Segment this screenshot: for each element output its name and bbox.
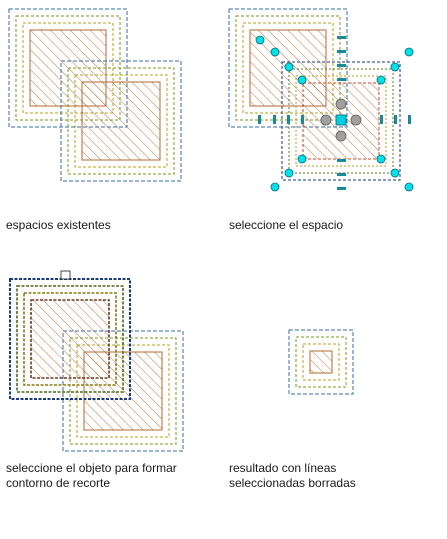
outer-boundary bbox=[228, 8, 348, 128]
panel-select-space bbox=[228, 8, 414, 192]
grip-tick[interactable] bbox=[394, 115, 397, 124]
grip-tick[interactable] bbox=[408, 115, 411, 124]
grip-gray[interactable] bbox=[350, 114, 362, 126]
caption-select-object-line2: contorno de recorte bbox=[6, 476, 111, 490]
grip[interactable] bbox=[297, 154, 307, 164]
corner-grips bbox=[255, 35, 414, 192]
grip[interactable] bbox=[270, 47, 280, 57]
grip[interactable] bbox=[284, 62, 294, 72]
grip[interactable] bbox=[404, 182, 414, 192]
inner-boundary-selected bbox=[23, 292, 117, 386]
grip-gray[interactable] bbox=[335, 98, 347, 110]
pick-box-cursor[interactable] bbox=[60, 270, 71, 280]
middle-boundary bbox=[295, 336, 347, 388]
grip[interactable] bbox=[284, 168, 294, 178]
hatched-area-selected bbox=[30, 299, 110, 379]
hatched-area bbox=[81, 81, 161, 161]
grip-tick[interactable] bbox=[337, 64, 346, 67]
edge-grips-vertical bbox=[337, 36, 346, 190]
center-grips bbox=[320, 98, 362, 142]
grip-tick[interactable] bbox=[287, 115, 290, 124]
grip-tick[interactable] bbox=[337, 78, 346, 81]
grip-gray[interactable] bbox=[320, 114, 332, 126]
grip-tick[interactable] bbox=[337, 50, 346, 53]
grip[interactable] bbox=[376, 75, 386, 85]
grip-tick[interactable] bbox=[337, 187, 346, 190]
edge-grips-horizontal bbox=[258, 115, 411, 124]
grip[interactable] bbox=[270, 182, 280, 192]
outer-boundary bbox=[288, 329, 354, 395]
outer-boundary-selected bbox=[281, 61, 401, 181]
grip[interactable] bbox=[404, 47, 414, 57]
middle-boundary bbox=[67, 67, 175, 175]
hatched-area bbox=[309, 350, 333, 374]
panel-result bbox=[288, 329, 354, 395]
inner-boundary bbox=[74, 74, 168, 168]
panel-select-clip-boundary bbox=[9, 270, 184, 452]
grip-gray[interactable] bbox=[335, 130, 347, 142]
grip-center-selected[interactable] bbox=[335, 114, 347, 126]
grip[interactable] bbox=[390, 168, 400, 178]
grip-tick[interactable] bbox=[301, 115, 304, 124]
grip[interactable] bbox=[297, 75, 307, 85]
inner-boundary bbox=[242, 22, 334, 114]
caption-result-line1: resultado con líneas bbox=[229, 461, 337, 475]
panel-existing-spaces bbox=[8, 8, 182, 182]
grip-tick[interactable] bbox=[273, 115, 276, 124]
space-bottom-right bbox=[60, 60, 182, 182]
grip-tick[interactable] bbox=[337, 173, 346, 176]
outer-boundary bbox=[60, 60, 182, 182]
grip[interactable] bbox=[376, 154, 386, 164]
grip-tick[interactable] bbox=[337, 159, 346, 162]
grip-tick[interactable] bbox=[258, 115, 261, 124]
middle-boundary-selected bbox=[16, 285, 124, 393]
caption-existing-spaces: espacios existentes bbox=[6, 218, 111, 232]
caption-select-space: seleccione el espacio bbox=[229, 218, 344, 232]
space-clip-selected[interactable] bbox=[9, 270, 131, 400]
caption-result-line2: seleccionadas borradas bbox=[229, 476, 356, 490]
grip-tick[interactable] bbox=[337, 36, 346, 39]
grip[interactable] bbox=[255, 35, 265, 45]
grip-tick[interactable] bbox=[380, 115, 383, 124]
inner-boundary bbox=[302, 343, 340, 381]
grip[interactable] bbox=[390, 62, 400, 72]
inner-boundary-selected bbox=[295, 75, 387, 167]
caption-select-object-line1: seleccione el objeto para formar bbox=[6, 461, 177, 475]
